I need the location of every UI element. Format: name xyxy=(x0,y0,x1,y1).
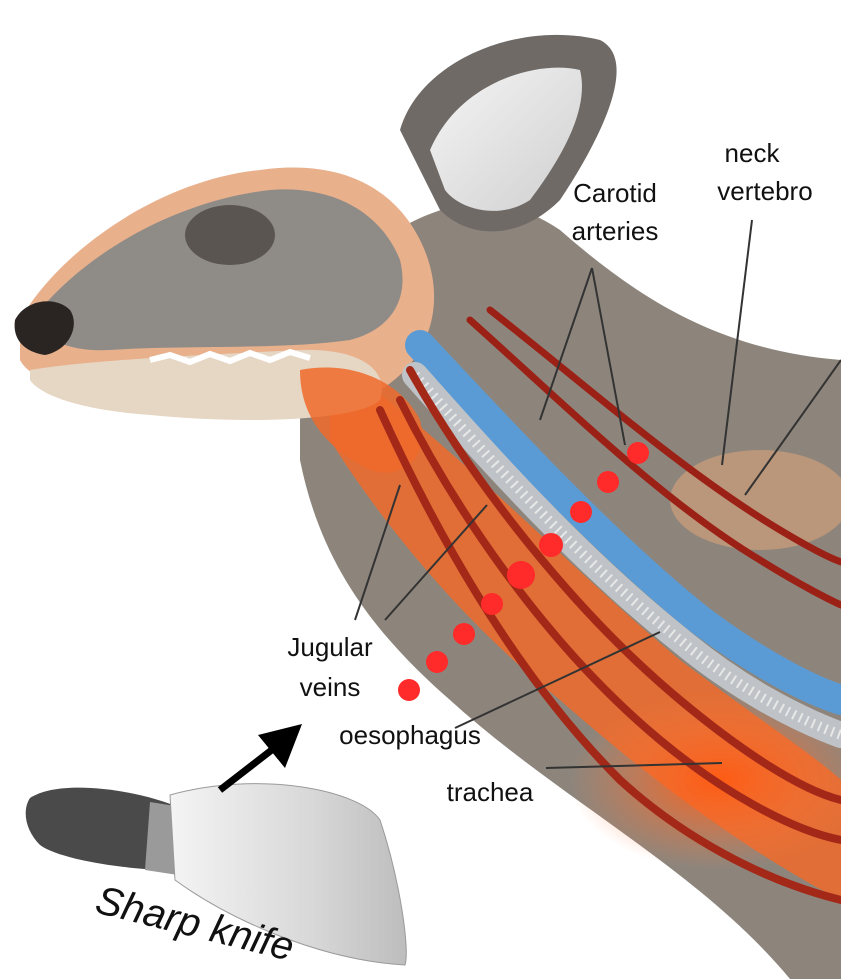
vertebro-label: vertebro xyxy=(700,174,830,208)
cut-dot xyxy=(426,651,448,673)
cut-dot xyxy=(570,501,592,523)
carotid-label-line1: Carotid xyxy=(560,176,670,210)
cut-dot xyxy=(597,471,619,493)
neck-label: neck xyxy=(722,136,782,170)
cut-dot xyxy=(481,593,503,615)
cut-dot xyxy=(453,623,475,645)
jugular-label-line1: Jugular xyxy=(270,630,390,664)
trachea-label: trachea xyxy=(425,775,555,809)
oesophagus-label: oesophagus xyxy=(320,718,500,752)
cut-dot xyxy=(507,561,535,589)
arrow-head xyxy=(258,724,302,768)
direction-arrow xyxy=(220,724,302,790)
cut-dot xyxy=(539,533,563,557)
eye-socket xyxy=(185,205,275,265)
cut-dot xyxy=(398,679,420,701)
jugular-label-line2: veins xyxy=(270,670,390,704)
carotid-label-line2: arteries xyxy=(560,214,670,248)
cut-dot xyxy=(627,442,649,464)
